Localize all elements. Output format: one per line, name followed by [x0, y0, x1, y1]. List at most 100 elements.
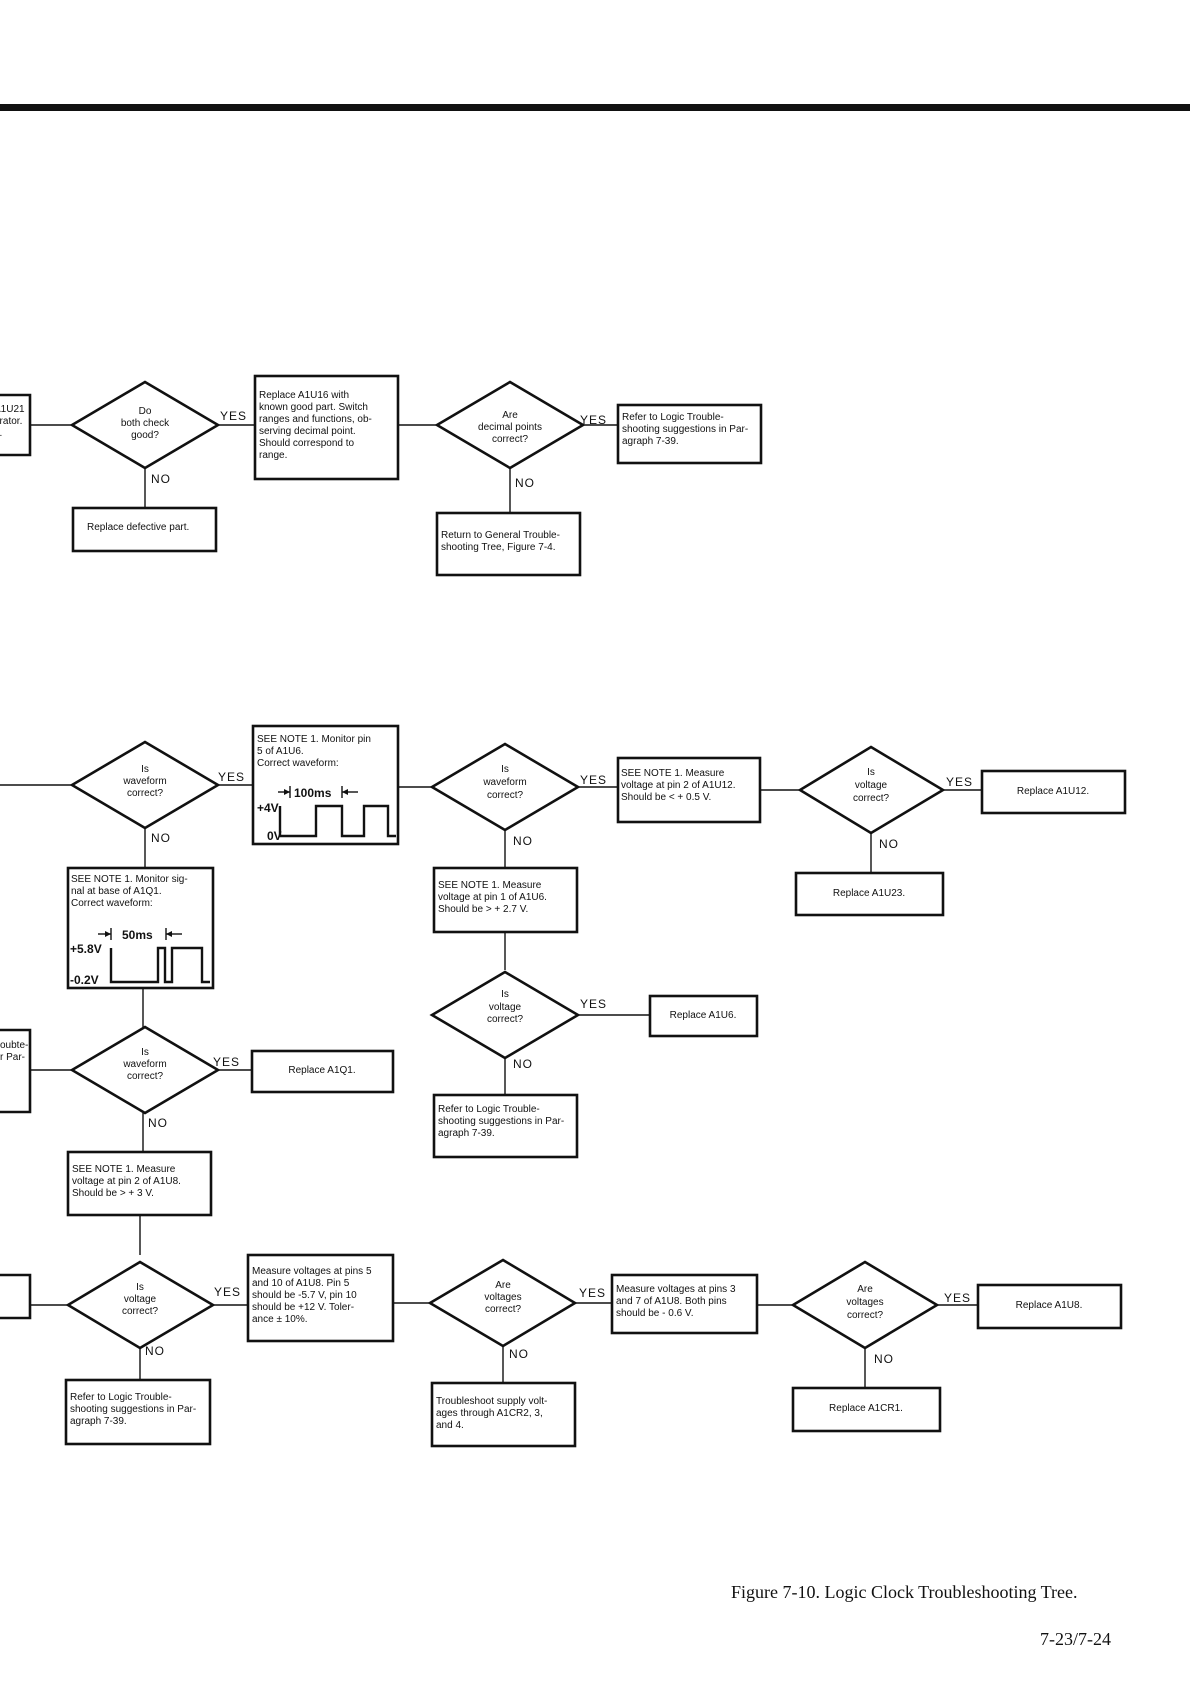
yes-label: YES [214, 1285, 241, 1299]
box-troubleshoot-supply: Troubleshoot supply volt- ages through A… [430, 1381, 577, 1448]
box-replace-a1u16: Replace A1U16 with known good part. Swit… [253, 374, 400, 481]
box-line: nal at base of A1Q1. [71, 886, 162, 897]
decision-decimal-points: Are decimal points correct? [434, 380, 586, 470]
box-refer-logic-mid: Refer to Logic Trouble- shooting suggest… [432, 1093, 579, 1159]
box-monitor-pin5: SEE NOTE 1. Monitor pin 5 of A1U6. Corre… [251, 724, 400, 846]
box-line: Replace A1U23. [833, 888, 905, 899]
waveform-low-level: 0V [267, 829, 282, 843]
decision-line: waveform [122, 776, 166, 787]
box-refer-logic-top: Refer to Logic Trouble- shooting suggest… [616, 403, 763, 465]
decision-line: correct? [487, 790, 524, 801]
box-line: Refer to Logic Trouble- [70, 1392, 172, 1403]
no-label: NO [874, 1352, 894, 1366]
decision-line: correct? [127, 788, 164, 799]
box-line: ages through A1CR2, 3, [436, 1408, 543, 1419]
decision-line: voltages [846, 1297, 883, 1308]
box-line: oubte- [0, 1040, 28, 1051]
box-line: known good part. Switch [259, 402, 368, 413]
no-label: NO [879, 837, 899, 851]
yes-label: YES [944, 1291, 971, 1305]
box-line: should be -5.7 V, pin 10 [252, 1290, 357, 1301]
decision-voltages-1: Are voltages correct? [427, 1258, 578, 1348]
box-return-general: Return to General Trouble- shooting Tree… [435, 511, 582, 577]
figure-caption: Figure 7-10. Logic Clock Troubleshooting… [731, 1582, 1078, 1602]
box-line: Correct waveform: [257, 758, 339, 769]
box-line: shooting suggestions in Par- [438, 1116, 564, 1127]
yes-label: YES [580, 773, 607, 787]
box-replace-a1cr1: Replace A1CR1. [791, 1386, 942, 1433]
decision-line: correct? [127, 1071, 164, 1082]
box-line: Replace A1U6. [670, 1010, 737, 1021]
decision-waveform-3: Is waveform correct? [69, 1025, 221, 1115]
connector-lines [0, 424, 982, 1388]
no-label: NO [151, 472, 171, 486]
decision-line: voltage [489, 1002, 522, 1013]
yes-label: YES [579, 1286, 606, 1300]
decision-both-check-good: Do both check good? [69, 380, 221, 470]
box-line: Troubleshoot supply volt- [436, 1396, 547, 1407]
box-monitor-base-a1q1: SEE NOTE 1. Monitor sig- nal at base of … [66, 866, 215, 990]
box-line: Replace A1U8. [1016, 1300, 1083, 1311]
box-line: erator. [0, 416, 22, 427]
no-label: NO [145, 1344, 165, 1358]
decision-line: correct? [485, 1304, 522, 1315]
box-line: Refer to Logic Trouble- [438, 1104, 540, 1115]
box-line: Should be > + 3 V. [72, 1188, 154, 1199]
box-measure-pins-5-10: Measure voltages at pins 5 and 10 of A1U… [246, 1253, 395, 1343]
box-line: agraph 7-39. [70, 1416, 127, 1427]
box-line: Should be < + 0.5 V. [621, 792, 711, 803]
box-line: Replace A1CR1. [829, 1403, 903, 1414]
box-line: Replace A1Q1. [288, 1065, 355, 1076]
decision-voltage-3: Is voltage correct? [65, 1260, 216, 1350]
decision-line: Is [501, 764, 509, 775]
box-replace-a1u8: Replace A1U8. [976, 1283, 1123, 1330]
no-label: NO [148, 1116, 168, 1130]
box-measure-pins-3-7: Measure voltages at pins 3 and 7 of A1U8… [610, 1273, 759, 1335]
waveform-base-a1q1: 50ms +5.8V -0.2V [70, 928, 210, 987]
decision-line: waveform [122, 1059, 166, 1070]
yes-label: YES [213, 1055, 240, 1069]
box-partial-left-bottom [0, 1273, 32, 1320]
box-replace-a1q1: Replace A1Q1. [250, 1049, 395, 1094]
waveform-period: 50ms [122, 928, 153, 942]
box-line: Replace A1U16 with [259, 390, 349, 401]
box-line: shooting suggestions in Par- [70, 1404, 196, 1415]
page-number: 7-23/7-24 [1040, 1629, 1111, 1649]
box-line: voltage at pin 2 of A1U8. [72, 1176, 181, 1187]
no-label: NO [513, 834, 533, 848]
box-line: SEE NOTE 1. Measure [621, 768, 725, 779]
decision-line: voltage [124, 1294, 157, 1305]
box-line: should be +12 V. Toler- [252, 1302, 354, 1313]
decision-voltage-2: Is voltage correct? [429, 970, 581, 1060]
box-refer-logic-bottom: Refer to Logic Trouble- shooting suggest… [64, 1378, 212, 1446]
box-line: Should correspond to [259, 438, 355, 449]
waveform-high-level: +4V [257, 801, 279, 815]
decision-line: correct? [122, 1306, 159, 1317]
box-line: serving decimal point. [259, 426, 356, 437]
decision-voltages-2: Are voltages correct? [790, 1260, 940, 1350]
box-line: 1. [0, 428, 2, 439]
yes-label: YES [220, 409, 247, 423]
box-line: and 10 of A1U8. Pin 5 [252, 1278, 350, 1289]
box-measure-pin2-a1u8: SEE NOTE 1. Measure voltage at pin 2 of … [66, 1150, 213, 1217]
decision-line: Are [857, 1284, 873, 1295]
box-line: A1U21 [0, 404, 25, 415]
box-line: shooting suggestions in Par- [622, 424, 748, 435]
no-label: NO [509, 1347, 529, 1361]
decision-line: Are [502, 410, 518, 421]
waveform-period: 100ms [294, 786, 332, 800]
box-line: ranges and functions, ob- [259, 414, 372, 425]
box-measure-pin1-a1u6: SEE NOTE 1. Measure voltage at pin 1 of … [432, 866, 579, 934]
box-replace-a1u23: Replace A1U23. [794, 871, 945, 917]
box-line: Should be > + 2.7 V. [438, 904, 528, 915]
yes-label: YES [580, 997, 607, 1011]
box-replace-a1u12: Replace A1U12. [980, 769, 1127, 815]
no-label: NO [513, 1057, 533, 1071]
decision-line: Are [495, 1280, 511, 1291]
decision-line: Do [139, 406, 152, 417]
box-replace-a1u6: Replace A1U6. [648, 994, 759, 1038]
box-line: Return to General Trouble- [441, 530, 560, 541]
waveform-pin5: 100ms +4V 0V [257, 786, 396, 843]
box-line: Replace A1U12. [1017, 786, 1089, 797]
box-partial-left-top: A1U21 erator. 1. [0, 393, 32, 457]
